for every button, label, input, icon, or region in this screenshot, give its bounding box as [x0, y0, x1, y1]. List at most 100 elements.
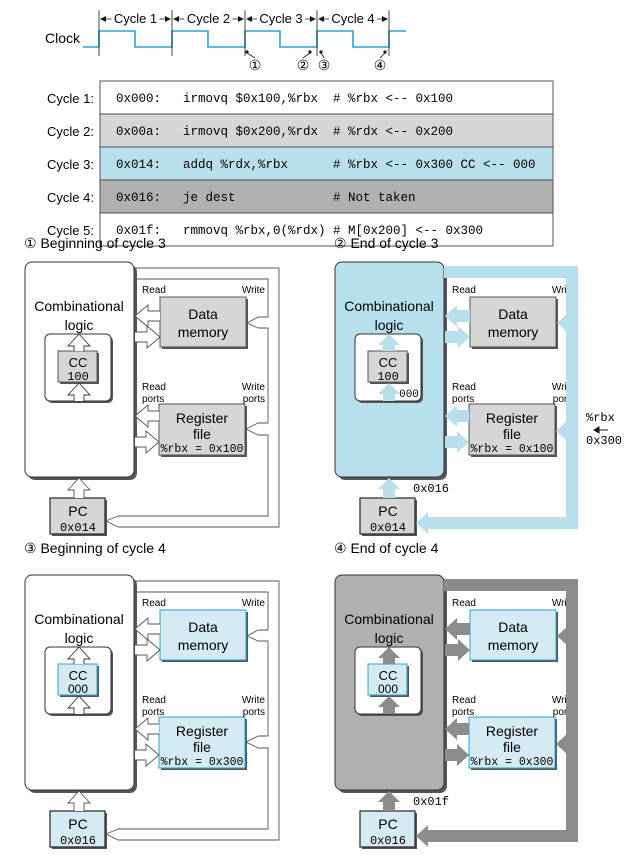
write-ports-label: Write	[552, 382, 576, 393]
rf-label: Register	[176, 410, 228, 426]
read-ports-label: ports	[142, 707, 164, 718]
cycle-span-4: Cycle 4	[318, 11, 388, 26]
rf-label: file	[193, 426, 211, 442]
dm-label: memory	[178, 637, 229, 653]
arrowhead-left-icon	[246, 16, 252, 22]
dm-label: memory	[488, 637, 539, 653]
write-ports-label: ports	[243, 707, 265, 718]
arrowhead-right-icon	[310, 16, 316, 22]
dm-read-arrow	[134, 617, 160, 641]
rf-label: Register	[486, 410, 538, 426]
reg-update-value: 0x300	[586, 434, 622, 448]
program-row: Cycle 3:0x014:addq %rdx,%rbx# %rbx <-- 0…	[47, 146, 554, 181]
program-row: Cycle 2:0x00a:irmovq $0x200,%rdx# %rdx <…	[47, 113, 554, 148]
cc-value: 000	[378, 682, 398, 696]
pc-to-logic-arrow	[378, 791, 400, 811]
dm-write-arrow	[245, 629, 259, 642]
cc-out-arrow	[378, 334, 400, 351]
read-label: Read	[142, 285, 166, 296]
write-label: Write	[552, 285, 576, 296]
pc-value: 0x014	[370, 521, 406, 535]
data-memory	[159, 609, 247, 661]
cc-out-arrow	[66, 646, 92, 664]
cycle-label: Cycle 3	[259, 11, 302, 26]
write-label: Write	[242, 285, 266, 296]
pc-register	[49, 810, 106, 848]
data-memory	[469, 609, 557, 661]
cc-label: CC	[69, 355, 88, 370]
instruction: irmovq $0x100,%rbx	[183, 92, 318, 106]
pc-write-wire	[118, 747, 269, 830]
rf-write-arrow	[244, 422, 259, 436]
pointer-tip-icon	[383, 50, 387, 54]
data-memory	[159, 296, 247, 348]
instruction: je dest	[183, 191, 236, 205]
write-ports-label: Write	[552, 695, 576, 706]
cc-next-value: 000	[399, 389, 419, 401]
row-background	[99, 113, 554, 148]
row-background	[99, 80, 554, 115]
cc-register	[367, 350, 408, 383]
pc-label: PC	[68, 816, 87, 832]
timing-marker-3: ③	[318, 50, 330, 73]
rf-value: %rbx = 0x300	[471, 756, 554, 769]
address: 0x000:	[116, 92, 161, 106]
rf-src-arrow	[135, 743, 160, 767]
panel-3: ③ Beginning of cycle 4Combinationallogic…	[24, 540, 280, 849]
pc-register	[359, 497, 416, 535]
pc-value: 0x016	[370, 834, 406, 848]
cycle-number-label: Cycle 2:	[47, 124, 94, 139]
address: 0x00a:	[116, 125, 161, 139]
logic-label: Combinational	[344, 298, 434, 314]
cc-label: CC	[69, 668, 88, 683]
marker-pointer	[379, 52, 386, 59]
pc-update-arrow	[104, 515, 119, 528]
dm-write-wire	[134, 278, 269, 318]
register-file	[468, 403, 556, 456]
cc-register	[57, 663, 98, 696]
panel-4: ④ End of cycle 4CombinationallogicCC000D…	[334, 540, 578, 849]
reg-update-dest: %rbx	[586, 411, 615, 425]
logic-label: logic	[65, 317, 94, 333]
panel-title: ④ End of cycle 4	[334, 540, 439, 556]
row-background	[99, 146, 554, 181]
arrowhead-left-icon	[173, 16, 179, 22]
pc-value: 0x016	[60, 834, 96, 848]
rf-write-arrow	[556, 420, 568, 442]
read-ports-label: ports	[142, 394, 164, 405]
rf-read-arrow	[134, 404, 159, 428]
cycle-number-label: Cycle 5:	[47, 223, 94, 238]
arrowhead-right-icon	[165, 16, 171, 22]
read-ports-label: Read	[142, 695, 166, 706]
read-ports-label: Read	[452, 695, 476, 706]
cycle-number-label: Cycle 1:	[47, 91, 94, 106]
dm-write-wire	[134, 591, 269, 631]
rf-write-arrow	[244, 735, 259, 749]
row-background	[99, 179, 554, 214]
pc-to-logic-arrow	[66, 790, 92, 811]
dm-label: Data	[498, 306, 528, 322]
cycle-label: Cycle 2	[187, 11, 230, 26]
read-label: Read	[452, 285, 476, 296]
logic-label: logic	[375, 317, 404, 333]
rf-value: %rbx = 0x300	[161, 756, 244, 769]
clock-label: Clock	[45, 30, 81, 46]
rf-value: %rbx = 0x100	[161, 443, 244, 456]
rf-read-arrow	[134, 717, 159, 741]
address: 0x016:	[116, 191, 161, 205]
register-file	[158, 403, 246, 456]
cc-value: 000	[68, 682, 88, 696]
pointer-tip-icon	[308, 50, 312, 54]
cc-register	[57, 350, 98, 383]
cycle-span-1: Cycle 1	[100, 11, 171, 26]
cc-label: CC	[379, 668, 398, 683]
arrowhead-right-icon	[382, 16, 388, 22]
register-file	[158, 716, 246, 769]
clock-waveform	[83, 30, 406, 48]
read-ports-label: Read	[452, 382, 476, 393]
feedback-wire-outer	[118, 267, 280, 528]
write-ports-label: Write	[242, 695, 266, 706]
marker-label: ④	[374, 57, 387, 73]
marker-pointer	[302, 52, 311, 59]
panel-1: ① Beginning of cycle 3Combinationallogic…	[24, 235, 280, 536]
